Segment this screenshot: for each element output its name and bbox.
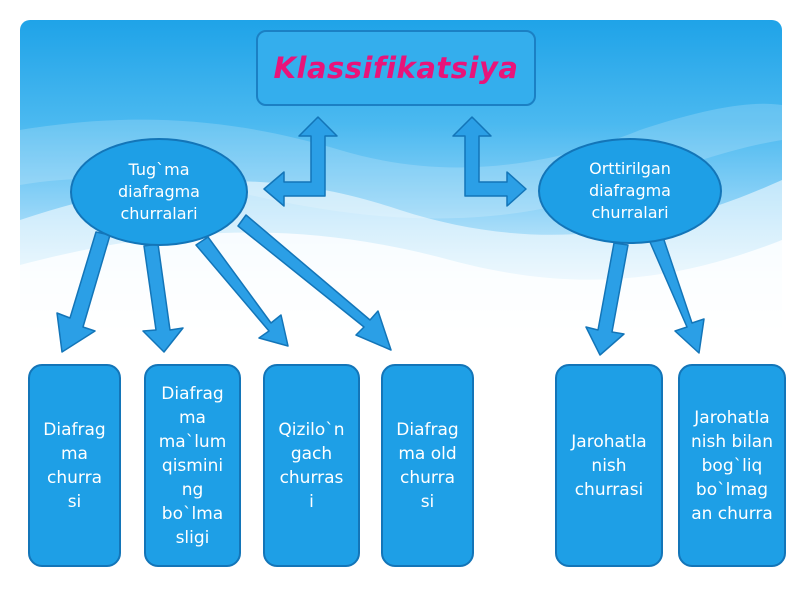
leaf-diaphragm-relaxation-label: Diafrag ma ma`lum qismini ng bo`lma slig… — [158, 383, 227, 548]
arrow-left-to-leaf-2 — [142, 243, 184, 353]
category-acquired-label: Orttirilgan diafragma churralari — [589, 159, 671, 222]
leaf-nontraumatic-hernia-label: Jarohatla nish bilan bog`liq bo`lmag an … — [691, 407, 773, 524]
leaf-nontraumatic-hernia: Jarohatla nish bilan bog`liq bo`lmag an … — [678, 364, 786, 567]
category-congenital-label: Tug`ma diafragma churralari — [118, 160, 200, 223]
category-congenital: Tug`ma diafragma churralari — [70, 138, 248, 246]
arrow-left-to-leaf-1 — [56, 231, 111, 353]
title-box: Klassifikatsiya — [256, 30, 536, 106]
leaf-anterior-hernia: Diafrag ma old churra si — [381, 364, 474, 567]
leaf-diaphragm-hernia: Diafrag ma churra si — [28, 364, 121, 567]
leaf-diaphragm-hernia-label: Diafrag ma churra si — [43, 419, 106, 512]
category-acquired: Orttirilgan diafragma churralari — [538, 138, 722, 244]
arrow-right-to-leaf-1 — [585, 242, 629, 356]
leaf-anterior-hernia-label: Diafrag ma old churra si — [396, 419, 459, 512]
leaf-esophageal-hernia-label: Qizilo`n gach churras i — [278, 419, 345, 512]
leaf-esophageal-hernia: Qizilo`n gach churras i — [263, 364, 360, 567]
leaf-traumatic-hernia: Jarohatla nish churrasi — [555, 364, 663, 567]
arrow-title-to-left — [263, 116, 338, 207]
arrow-left-to-leaf-3 — [195, 236, 289, 347]
diagram-title: Klassifikatsiya — [273, 51, 519, 85]
arrow-left-to-leaf-4 — [237, 214, 392, 351]
arrow-right-to-leaf-2 — [649, 236, 705, 354]
arrow-title-to-right — [452, 116, 527, 207]
leaf-traumatic-hernia-label: Jarohatla nish churrasi — [571, 431, 647, 500]
leaf-diaphragm-relaxation: Diafrag ma ma`lum qismini ng bo`lma slig… — [144, 364, 241, 567]
